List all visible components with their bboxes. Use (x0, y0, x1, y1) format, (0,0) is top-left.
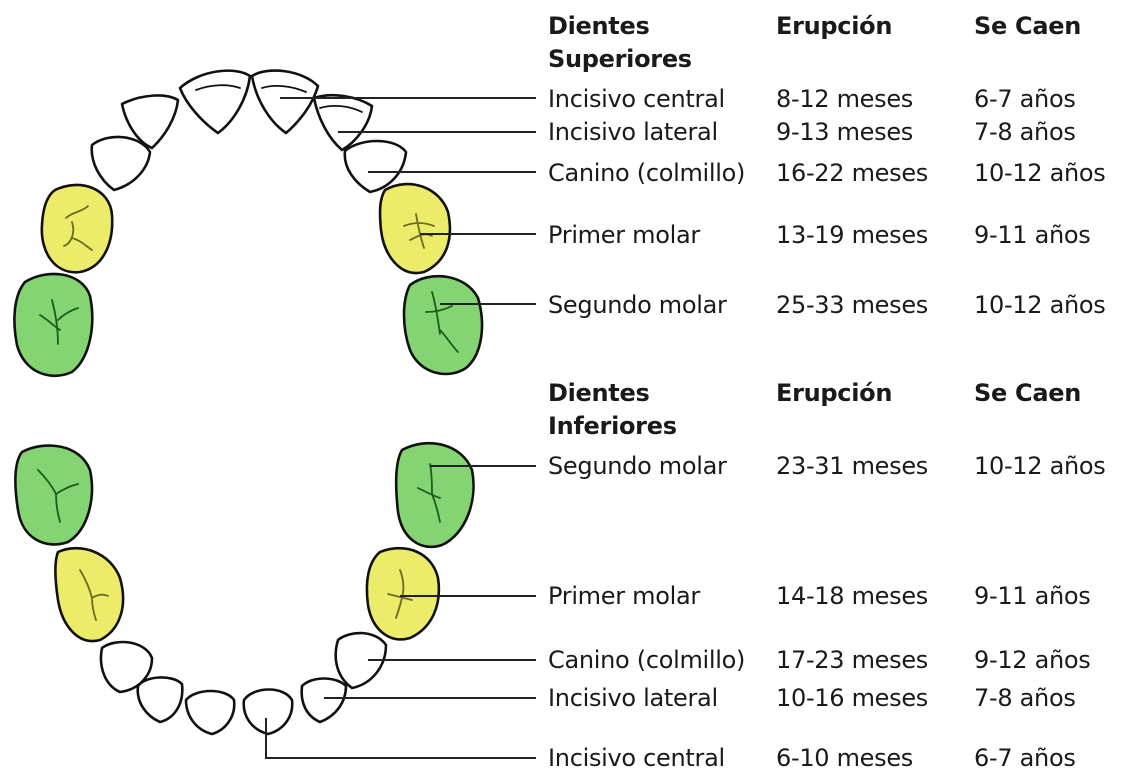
lower-left-lateral-incisor (138, 677, 183, 722)
lower-fall-header: Se Caen (974, 377, 1081, 410)
upper-row-fall: 7-8 años (974, 119, 1076, 145)
upper-right-second-molar (404, 276, 482, 374)
upper-row-fall: 9-11 años (974, 222, 1091, 248)
lower-eruption-header: Erupción (776, 377, 892, 410)
upper-row-fall: 10-12 años (974, 292, 1105, 318)
upper-row-name: Segundo molar (548, 292, 727, 318)
lower-row-fall: 10-12 años (974, 453, 1105, 479)
lower-teeth-header: Dientes Inferiores (548, 377, 677, 443)
lower-row-name: Primer molar (548, 583, 700, 609)
upper-row-name: Incisivo central (548, 86, 725, 112)
lower-row-eruption: 14-18 meses (776, 583, 928, 609)
upper-row-eruption: 8-12 meses (776, 86, 913, 112)
lower-row-eruption: 17-23 meses (776, 647, 928, 673)
leader-lower-central-incisor (266, 718, 536, 758)
lower-left-second-molar (15, 446, 92, 545)
lower-right-central-incisor (244, 690, 293, 735)
upper-right-first-molar (380, 184, 450, 273)
lower-teeth-header-line1: Dientes (548, 379, 649, 407)
upper-row-name: Primer molar (548, 222, 700, 248)
lower-right-lateral-incisor (302, 679, 346, 723)
lower-row-fall: 9-11 años (974, 583, 1091, 609)
lower-row-name: Incisivo lateral (548, 685, 718, 711)
upper-left-canine (92, 137, 150, 190)
lower-row-fall: 6-7 años (974, 745, 1076, 771)
lower-teeth-header-line2: Inferiores (548, 412, 677, 440)
lower-row-name: Segundo molar (548, 453, 727, 479)
lower-row-name: Canino (colmillo) (548, 647, 745, 673)
lower-left-central-incisor (186, 691, 234, 734)
upper-left-central-incisor (180, 71, 250, 133)
upper-eruption-header: Erupción (776, 10, 892, 43)
lower-row-eruption: 6-10 meses (776, 745, 913, 771)
lower-left-first-molar (55, 548, 123, 641)
lower-row-name: Incisivo central (548, 745, 725, 771)
upper-teeth-header-line2: Superiores (548, 45, 692, 73)
upper-row-name: Canino (colmillo) (548, 160, 745, 186)
upper-row-fall: 10-12 años (974, 160, 1105, 186)
upper-row-eruption: 16-22 meses (776, 160, 928, 186)
upper-right-central-incisor (252, 71, 318, 133)
upper-row-eruption: 25-33 meses (776, 292, 928, 318)
lower-row-eruption: 10-16 meses (776, 685, 928, 711)
upper-row-eruption: 9-13 meses (776, 119, 913, 145)
upper-row-eruption: 13-19 meses (776, 222, 928, 248)
upper-teeth-header-line1: Dientes (548, 12, 649, 40)
upper-teeth-header: Dientes Superiores (548, 10, 692, 76)
upper-left-first-molar (42, 185, 112, 272)
lower-row-eruption: 23-31 meses (776, 453, 928, 479)
upper-row-name: Incisivo lateral (548, 119, 718, 145)
lower-row-fall: 7-8 años (974, 685, 1076, 711)
upper-row-fall: 6-7 años (974, 86, 1076, 112)
lower-row-fall: 9-12 años (974, 647, 1091, 673)
upper-fall-header: Se Caen (974, 10, 1081, 43)
